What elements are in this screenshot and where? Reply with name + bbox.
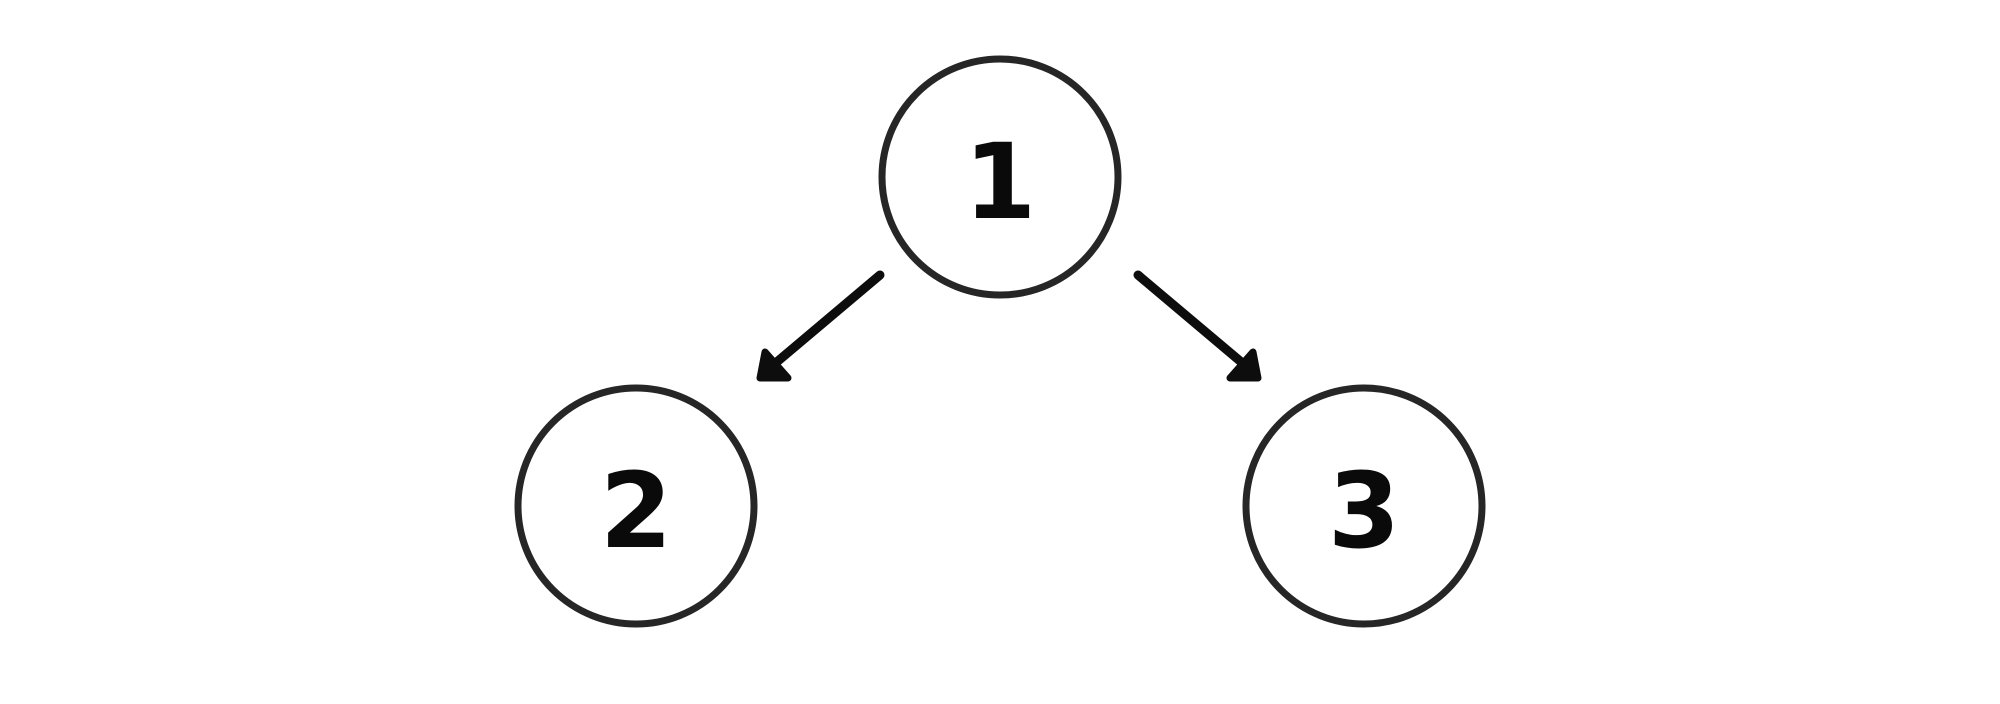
- node-2-circle: [514, 384, 758, 628]
- node-1-label: 1: [964, 121, 1036, 243]
- node-1-circle: [878, 55, 1122, 299]
- edge-1-to-2-line: [773, 270, 885, 366]
- node-2-label: 2: [600, 450, 672, 572]
- node-3-circle: [1242, 384, 1486, 628]
- node-1: 1: [878, 55, 1122, 299]
- node-2: 2: [514, 384, 758, 628]
- node-3: 3: [1242, 384, 1486, 628]
- edge-1-to-3-arrowhead: [1226, 348, 1262, 382]
- edge-1-to-3-line: [1133, 270, 1245, 366]
- node-3-label: 3: [1328, 450, 1400, 572]
- edge-1-to-2-arrowhead: [756, 348, 792, 382]
- edge-1-to-3: [1133, 270, 1262, 382]
- edge-1-to-2: [756, 270, 885, 382]
